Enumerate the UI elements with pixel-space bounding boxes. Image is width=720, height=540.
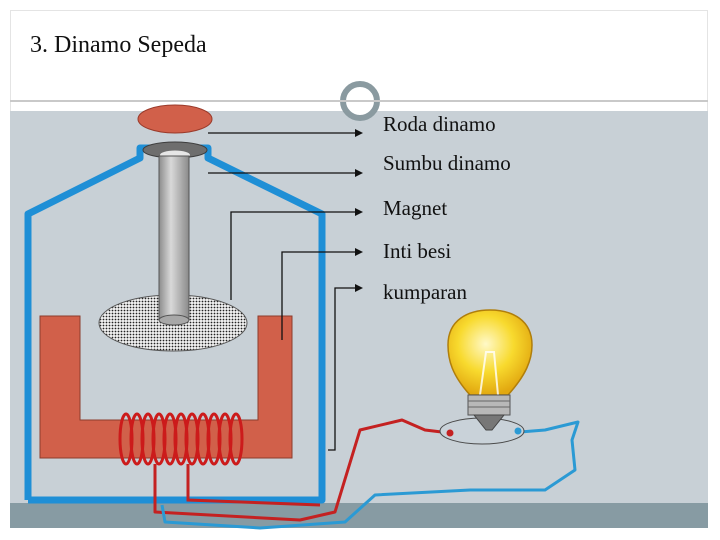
leader-lines (208, 132, 357, 451)
slide-title: 3. Dinamo Sepeda (30, 32, 207, 58)
header-divider (10, 100, 708, 102)
leader-magnet (230, 211, 357, 300)
leader-arrowheads (355, 129, 363, 292)
axle-rod (158, 155, 190, 321)
label-magnet: Magnet (383, 196, 448, 220)
dynamo-wheel (137, 104, 213, 134)
blue-wire (160, 420, 580, 530)
label-sumbu-dinamo: Sumbu dinamo (383, 151, 511, 175)
red-wire (153, 418, 451, 522)
leader-kumparan (328, 287, 357, 451)
frame-wire (24, 144, 326, 504)
label-kumparan: kumparan (383, 280, 467, 304)
coil-windings (118, 412, 244, 466)
label-inti-besi: Inti besi (383, 239, 452, 263)
bottom-band (10, 503, 708, 528)
light-bulb (447, 309, 533, 431)
leader-inti-besi (281, 251, 357, 340)
label-roda-dinamo: Roda dinamo (383, 112, 496, 136)
